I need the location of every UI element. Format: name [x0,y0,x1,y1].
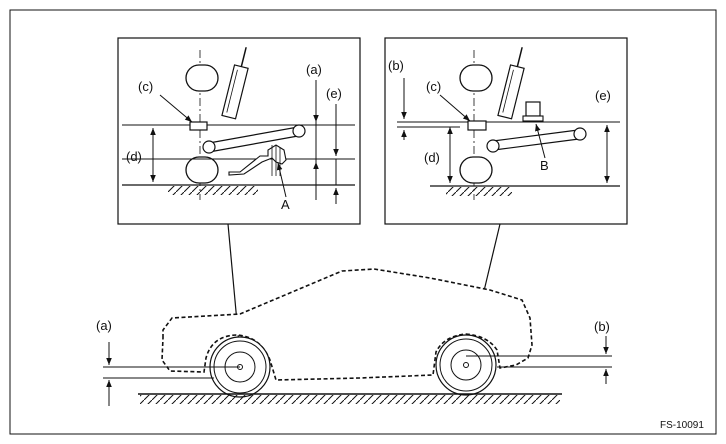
label-d-front: (d) [126,149,142,164]
label-part-b: B [540,158,549,173]
label-a-front: (a) [306,62,322,77]
measuring-point-box-rear [467,120,487,131]
tire-bottom-section [185,156,219,184]
lower-arm-rear [486,127,587,153]
lower-arm [202,124,306,154]
label-e-rear: (e) [595,88,611,103]
label-b-rear-inset: (b) [388,58,404,73]
label-c-rear: (c) [426,79,441,94]
rear-detail-inset: (b) (c) (d) (e) B [384,37,628,225]
label-c-front: (c) [138,79,153,94]
label-b-vehicle: (b) [594,319,610,334]
label-e-front: (e) [326,86,342,101]
strut [221,47,249,120]
label-d-rear: (d) [424,150,440,165]
part-b-bracket [522,101,544,122]
front-detail-inset: (c) (d) (a) (e) A [117,37,361,225]
tire-top-section [185,64,219,92]
vehicle-side-view: (a) (b) [96,223,612,406]
label-a-vehicle: (a) [96,318,112,333]
rear-wheel [435,334,497,396]
strut-rear [497,47,525,120]
outer-frame [9,9,717,435]
car-body-outline [161,268,533,381]
label-part-a: A [281,197,290,212]
figure-code: FS-10091 [660,420,704,431]
tire-top-section-rear [459,64,493,92]
measuring-point-box [189,121,208,131]
tire-bottom-section-rear [459,156,493,184]
